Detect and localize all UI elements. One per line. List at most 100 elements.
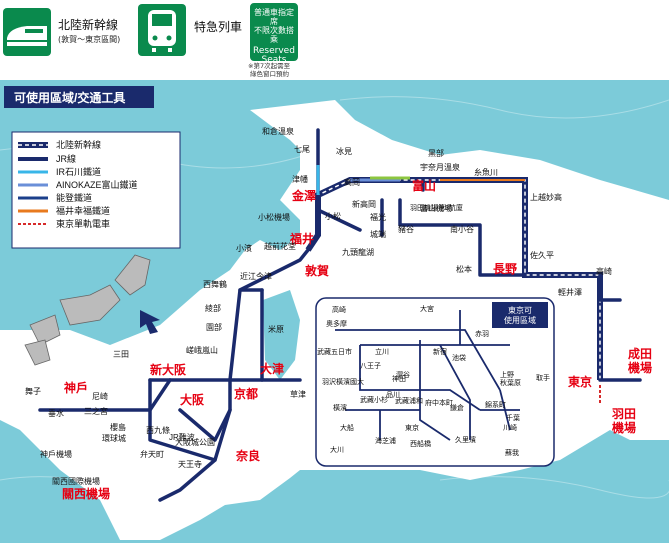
station-label-40: JR難波 bbox=[169, 432, 195, 442]
station-label-30: 草津 bbox=[290, 389, 306, 399]
legend-box bbox=[11, 131, 181, 249]
svg-text:IR石川鐵道: IR石川鐵道 bbox=[56, 166, 101, 177]
station-7: 神戶 bbox=[64, 380, 88, 395]
station-label-20: 近江今津 bbox=[240, 271, 272, 281]
station-label-9: 新高岡 bbox=[352, 199, 376, 209]
station-label-68: 千葉 bbox=[506, 413, 520, 422]
station-label-49: 武藏五日市 bbox=[317, 347, 352, 356]
station-label-32: 尼崎 bbox=[92, 391, 108, 401]
legend-items: 北陸新幹線 JR線 IR石川鐵道 AINOKAZE富山鐵道 能登鐵道 福井幸福鐵… bbox=[18, 139, 138, 229]
shinkansen-sub: (敦賀～東京區間) bbox=[58, 35, 121, 44]
station-label-28: 米原 bbox=[268, 324, 284, 334]
svg-text:AINOKAZE富山鐵道: AINOKAZE富山鐵道 bbox=[56, 179, 138, 190]
reserved-en-2: Seats bbox=[261, 55, 287, 65]
station-label-26: 綾部 bbox=[205, 303, 221, 313]
reserved-note-2: 綠色窗口預約 bbox=[250, 70, 289, 78]
station-label-14: 南小谷 bbox=[450, 224, 474, 234]
station-label-69: 錦系町 bbox=[485, 400, 506, 409]
station-8: 京都 bbox=[234, 386, 258, 401]
station-label-12: 福光 bbox=[370, 212, 386, 222]
station-label-76: 羽田機場第3航廈 bbox=[410, 203, 463, 212]
station-label-65: 大川 bbox=[330, 445, 344, 454]
station-label-75: 武藏浦和 bbox=[395, 396, 423, 405]
station-label-48: 奧多摩 bbox=[326, 319, 347, 328]
station-label-38: 環球城 bbox=[102, 433, 126, 443]
station-11: 東京 bbox=[568, 374, 592, 389]
svg-text:北陸新幹線: 北陸新幹線 bbox=[56, 139, 101, 150]
station-6: 大阪 bbox=[180, 392, 205, 407]
station-1: 富山 bbox=[412, 178, 436, 193]
reserved-en-1: Reserved bbox=[253, 46, 295, 56]
legend-ainokaze: AINOKAZE富山鐵道 bbox=[18, 179, 138, 190]
station-label-41: 弁天町 bbox=[140, 449, 164, 459]
station-label-51: 八王子 bbox=[360, 362, 381, 370]
minimap-arrow bbox=[140, 310, 160, 334]
station-13: 機場 bbox=[628, 360, 652, 375]
station-label-4: 宇奈月溫泉 bbox=[420, 162, 460, 172]
shinkansen-label: 北陸新幹線 bbox=[58, 18, 119, 32]
svg-text:東京單軌電車: 東京單軌電車 bbox=[56, 218, 110, 229]
station-label-64: 海芝浦 bbox=[375, 436, 396, 445]
station-label-60: 澀谷 bbox=[396, 370, 410, 379]
japan-minimap bbox=[24, 254, 151, 366]
station-label-67: 蘇我 bbox=[505, 448, 519, 457]
station-label-5: 高岡 bbox=[344, 177, 360, 187]
station-4: 長野 bbox=[493, 261, 517, 276]
tokyo-inset: 東京可 使用區域 bbox=[315, 297, 555, 467]
station-label-43: 神戶機場 bbox=[40, 449, 72, 459]
shinkansen-icon bbox=[3, 8, 51, 56]
reserved-seat-icon: 普通車指定席 不限次數搭乘 Reserved Seats bbox=[250, 3, 298, 65]
station-label-25: 西舞鶴 bbox=[203, 279, 227, 289]
station-label-36: 櫻島 bbox=[110, 422, 126, 432]
jr-lines bbox=[38, 128, 642, 502]
reserved-note-1: ※第7次起需至 bbox=[248, 62, 291, 70]
reserved-line-1: 普通車指定席 bbox=[254, 8, 294, 26]
station-label-72: 川崎 bbox=[503, 423, 517, 432]
station-label-29: 嵯峨嵐山 bbox=[186, 345, 218, 355]
station-label-54: 上野 bbox=[500, 370, 514, 379]
station-label-1: 七尾 bbox=[294, 145, 310, 154]
panel-title: 可使用區域/交通工具 bbox=[14, 90, 125, 105]
station-label-35: 三之宮 bbox=[84, 406, 108, 416]
station-label-21: 佐久平 bbox=[530, 250, 554, 260]
svg-text:東京可: 東京可 bbox=[508, 305, 532, 315]
svg-text:福井幸福鐵道: 福井幸福鐵道 bbox=[56, 205, 110, 216]
station-label-42: 天王寺 bbox=[178, 460, 202, 469]
station-label-56: 取手 bbox=[536, 373, 550, 382]
station-label-27: 園部 bbox=[206, 322, 222, 332]
legend-monorail: 東京單軌電車 bbox=[18, 218, 110, 229]
station-0: 金澤 bbox=[291, 188, 316, 203]
station-9: 大津 bbox=[260, 361, 284, 376]
legend-fukui: 福井幸福鐵道 bbox=[18, 205, 110, 216]
station-label-62: 鎌倉 bbox=[450, 403, 464, 412]
express-label: 特急列車 bbox=[194, 20, 243, 34]
station-label-52: 新宿 bbox=[433, 347, 447, 356]
svg-text:使用區域: 使用區域 bbox=[504, 315, 536, 325]
station-label-33: 舞子 bbox=[25, 386, 41, 396]
station-label-53: 池袋 bbox=[452, 353, 466, 362]
station-label-73: 東京 bbox=[405, 423, 419, 432]
station-16: 關西機場 bbox=[62, 486, 110, 501]
station-label-37: 西九條 bbox=[146, 425, 170, 435]
station-label-11: 小松 bbox=[325, 211, 341, 221]
legend-noto: 能登鐵道 bbox=[18, 192, 92, 203]
station-label-71: 府中本町 bbox=[425, 398, 453, 407]
station-label-19: 小濱 bbox=[236, 243, 252, 253]
station-label-3: 黑部 bbox=[428, 148, 444, 158]
svg-text:JR線: JR線 bbox=[56, 153, 76, 164]
station-label-17: 越前花堂 bbox=[264, 241, 296, 251]
reserved-line-2: 不限次數搭乘 bbox=[254, 26, 294, 44]
station-label-59: 橫濱 bbox=[333, 403, 347, 412]
station-label-7: 上越妙高 bbox=[530, 192, 562, 202]
svg-text:能登鐵道: 能登鐵道 bbox=[56, 192, 92, 203]
station-label-13: 城端 bbox=[370, 229, 386, 239]
panel-title-bar bbox=[4, 86, 154, 108]
station-label-10: 小松機場 bbox=[258, 212, 290, 222]
legend-ir-ishikawa: IR石川鐵道 bbox=[18, 166, 101, 177]
station-label-74: 西船橋 bbox=[410, 439, 431, 448]
station-12: 成田 bbox=[628, 346, 652, 361]
station-label-2: 冰見 bbox=[336, 146, 352, 156]
station-label-24: 松本 bbox=[456, 264, 472, 274]
station-label-47: 赤羽 bbox=[475, 330, 489, 338]
station-label-70: 神田 bbox=[392, 374, 406, 383]
